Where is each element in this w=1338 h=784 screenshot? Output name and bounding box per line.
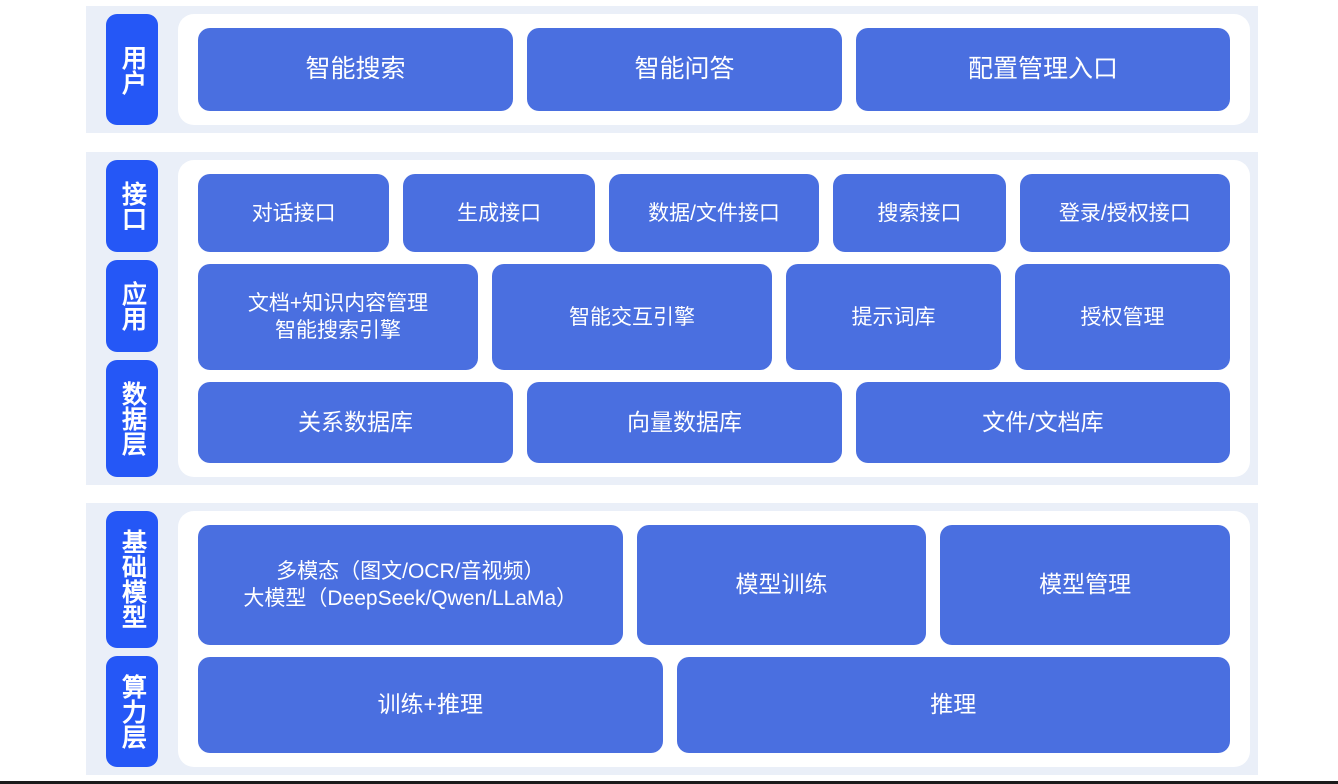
layer-panel-user: 智能搜索 智能问答 配置管理入口 (178, 14, 1250, 125)
node-model-management[interactable]: 模型管理 (940, 525, 1231, 646)
node-data-file-api[interactable]: 数据/文件接口 (608, 174, 820, 253)
row-user-entries: 智能搜索 智能问答 配置管理入口 (198, 28, 1230, 111)
node-vector-database[interactable]: 向量数据库 (527, 382, 842, 464)
row-data: 关系数据库 向量数据库 文件/文档库 (198, 382, 1230, 464)
node-generation-api[interactable]: 生成接口 (403, 174, 595, 253)
node-inference[interactable]: 推理 (676, 657, 1230, 754)
layer-band-bottom: 基础模型 算力层 多模态（图文/OCR/音视频） 大模型（DeepSeek/Qw… (86, 503, 1258, 775)
node-config-management-entry[interactable]: 配置管理入口 (856, 28, 1230, 111)
node-relational-database[interactable]: 关系数据库 (198, 382, 513, 464)
page-bottom-rule (0, 781, 1338, 784)
node-multimodal-large-model[interactable]: 多模态（图文/OCR/音视频） 大模型（DeepSeek/Qwen/LLaMa） (198, 525, 623, 646)
side-label-column-user: 用户 (86, 6, 178, 133)
node-file-document-store[interactable]: 文件/文档库 (856, 382, 1230, 464)
node-training-and-inference[interactable]: 训练+推理 (198, 657, 663, 754)
node-smart-qa[interactable]: 智能问答 (527, 28, 842, 111)
layer-band-user: 用户 智能搜索 智能问答 配置管理入口 (86, 6, 1258, 133)
layer-band-middle: 接口 应用 数据层 对话接口 生成接口 数据/文件接口 搜索接口 登录/授权接口… (86, 152, 1258, 485)
layer-label-foundation-model: 基础模型 (106, 511, 158, 648)
row-application: 文档+知识内容管理 智能搜索引擎 智能交互引擎 提示词库 授权管理 (198, 264, 1230, 371)
node-login-auth-api[interactable]: 登录/授权接口 (1019, 174, 1230, 253)
layer-label-application: 应用 (106, 260, 158, 352)
node-prompt-library[interactable]: 提示词库 (786, 264, 1001, 371)
node-smart-interaction-engine[interactable]: 智能交互引擎 (492, 264, 772, 371)
layer-label-interface: 接口 (106, 160, 158, 252)
layer-panel-bottom: 多模态（图文/OCR/音视频） 大模型（DeepSeek/Qwen/LLaMa）… (178, 511, 1250, 767)
layer-label-user: 用户 (106, 14, 158, 125)
side-label-column-bottom: 基础模型 算力层 (86, 503, 178, 775)
node-dialog-api[interactable]: 对话接口 (198, 174, 390, 253)
row-foundation-model: 多模态（图文/OCR/音视频） 大模型（DeepSeek/Qwen/LLaMa）… (198, 525, 1231, 646)
layer-label-data: 数据层 (106, 360, 158, 477)
node-document-knowledge-management[interactable]: 文档+知识内容管理 智能搜索引擎 (198, 264, 478, 371)
side-label-column-middle: 接口 应用 数据层 (86, 152, 178, 485)
layer-label-compute: 算力层 (106, 655, 158, 767)
row-interface: 对话接口 生成接口 数据/文件接口 搜索接口 登录/授权接口 (198, 174, 1230, 253)
row-compute: 训练+推理 推理 (198, 657, 1230, 754)
layer-panel-middle: 对话接口 生成接口 数据/文件接口 搜索接口 登录/授权接口 文档+知识内容管理… (178, 160, 1250, 477)
node-authorization-management[interactable]: 授权管理 (1015, 264, 1230, 371)
node-search-api[interactable]: 搜索接口 (833, 174, 1006, 253)
node-model-training[interactable]: 模型训练 (636, 525, 927, 646)
node-smart-search[interactable]: 智能搜索 (198, 28, 513, 111)
